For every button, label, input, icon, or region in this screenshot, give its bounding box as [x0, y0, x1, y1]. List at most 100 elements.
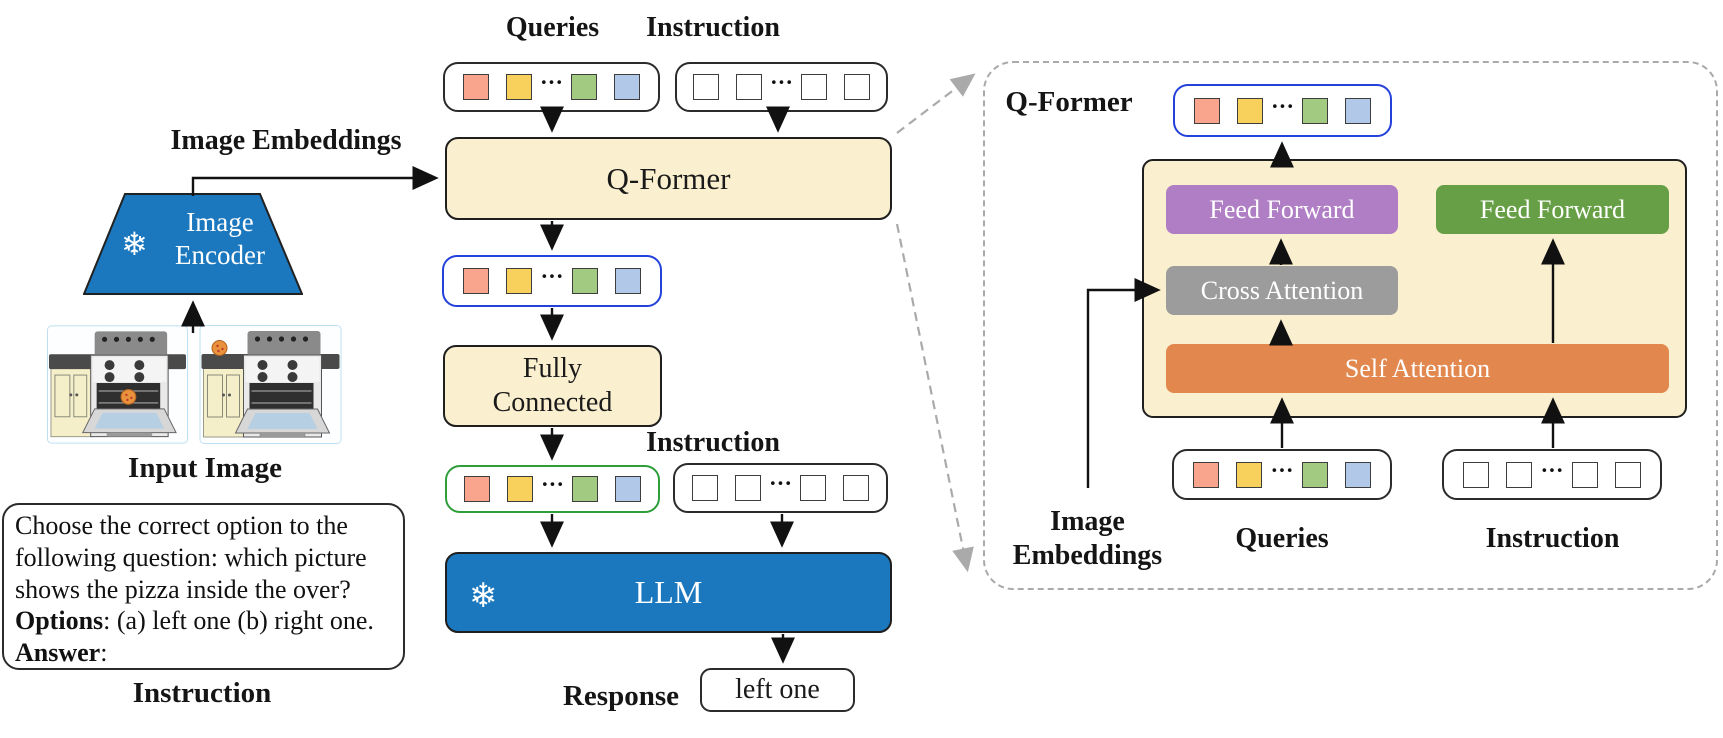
image-encoder-label: Image Encoder: [155, 206, 285, 272]
panel-image-embeddings-line1: Image: [1050, 506, 1125, 537]
fully-connected-line2: Connected: [492, 387, 613, 418]
token-square: [1345, 97, 1371, 124]
token-square: [615, 476, 641, 502]
input-image-label: Input Image: [128, 452, 282, 484]
snowflake-icon: ❄: [121, 226, 148, 262]
instruction-label-top: Instruction: [646, 12, 780, 43]
panel-queries-token-box: ···: [1172, 449, 1392, 500]
token-square: [463, 476, 490, 502]
query-output-token-box-blue: ···: [442, 255, 662, 307]
feed-forward-right-box: Feed Forward: [1436, 185, 1669, 234]
instruction-prompt-box: Choose the correct option to the followi…: [2, 503, 405, 670]
instruction-caption: Instruction: [132, 677, 272, 709]
token-square: [1193, 461, 1220, 488]
ellipsis-dots: ···: [769, 70, 793, 95]
image-embeddings-label: Image Embeddings: [170, 125, 402, 156]
queries-token-box-top: ···: [443, 62, 660, 112]
token-square: [801, 74, 827, 100]
input-image-right: [198, 325, 343, 444]
token-square: [571, 268, 598, 294]
token-square: [1236, 97, 1263, 124]
prompt-line-1: Choose the correct option to the: [15, 511, 348, 540]
token-square: [691, 475, 718, 501]
token-square: [1571, 461, 1598, 488]
dashed-connector-top: [896, 73, 976, 134]
ellipsis-dots: ···: [768, 471, 792, 496]
panel-queries-label: Queries: [1235, 523, 1329, 554]
llm-label: LLM: [634, 574, 703, 610]
cross-attention-label: Cross Attention: [1200, 275, 1364, 305]
options-rest: : (a) left one (b) right one.: [103, 606, 374, 636]
feed-forward-right-label: Feed Forward: [1479, 194, 1626, 224]
token-square: [462, 74, 489, 100]
pizza-on-counter: [211, 340, 228, 356]
self-attention-label: Self Attention: [1344, 353, 1491, 383]
token-square: [614, 74, 640, 100]
token-square: [1506, 461, 1533, 488]
ellipsis-dots: ···: [1270, 93, 1294, 119]
token-square: [800, 475, 826, 501]
input-image-left: [47, 325, 188, 444]
token-square: [506, 476, 533, 502]
prompt-line-3: shows the pizza inside the over?: [15, 574, 351, 604]
qformer-box-label: Q-Former: [606, 160, 731, 196]
token-square: [1302, 97, 1328, 124]
token-square: [1344, 461, 1371, 488]
token-square: [571, 74, 597, 100]
token-square: [572, 476, 598, 502]
feed-forward-left-box: Feed Forward: [1166, 185, 1398, 234]
snowflake-icon: ❄: [469, 578, 498, 615]
response-label: Response: [562, 680, 679, 712]
panel-query-output-token-box: ···: [1173, 84, 1392, 137]
llm-box: ❄ LLM: [445, 552, 892, 633]
prompt-line-answer: Answer:: [15, 637, 392, 669]
prompt-line-2: following question: which picture: [15, 542, 367, 572]
token-square: [735, 74, 762, 100]
instruction-token-box-top: ···: [675, 62, 888, 112]
ellipsis-dots: ···: [539, 70, 563, 95]
image-encoder-line2: Encoder: [175, 240, 265, 270]
panel-instruction-label: Instruction: [1485, 523, 1620, 554]
image-encoder-block: ❄ Image Encoder: [83, 193, 303, 295]
response-value: left one: [735, 674, 820, 705]
panel-instruction-token-box: ···: [1442, 449, 1662, 500]
qformer-panel-title: Q-Former: [1005, 86, 1133, 118]
ellipsis-dots: ···: [1270, 457, 1294, 483]
self-attention-box: Self Attention: [1166, 344, 1669, 393]
pizza-in-oven: [120, 388, 137, 405]
instruction-token-box-mid: ···: [673, 463, 888, 513]
panel-image-embeddings-line2: Embeddings: [1012, 540, 1163, 571]
panel-image-embeddings-label: Image Embeddings: [995, 505, 1180, 573]
response-value-box: left one: [700, 668, 855, 712]
qformer-box: Q-Former: [445, 137, 892, 220]
token-square: [1463, 461, 1490, 488]
answer-word: Answer: [15, 638, 101, 668]
token-square: [734, 475, 761, 501]
feed-forward-left-label: Feed Forward: [1209, 194, 1355, 224]
projected-token-box-green: ···: [445, 465, 660, 513]
ellipsis-dots: ···: [1540, 457, 1564, 483]
prompt-line-options: Options: (a) left one (b) right one.: [15, 605, 392, 637]
instruction-label-mid: Instruction: [646, 427, 780, 458]
token-square: [1193, 97, 1220, 124]
image-encoder-line1: Image: [186, 207, 254, 237]
cross-attention-box: Cross Attention: [1166, 266, 1398, 315]
token-square: [463, 268, 490, 294]
ellipsis-dots: ···: [540, 472, 564, 497]
answer-rest: :: [100, 638, 108, 668]
token-square: [505, 74, 532, 100]
token-square: [1614, 461, 1641, 488]
token-square: [614, 268, 641, 294]
dashed-connector-bottom: [895, 223, 974, 573]
qformer-detail-panel: [983, 61, 1718, 590]
token-square: [1301, 461, 1328, 488]
ellipsis-dots: ···: [540, 264, 564, 289]
token-square: [506, 268, 533, 294]
options-word: Options: [15, 606, 104, 636]
queries-label-top: Queries: [505, 12, 600, 43]
oven-illustration-pizza-inside: [47, 325, 188, 444]
token-square: [843, 475, 869, 501]
token-square: [844, 74, 870, 100]
token-square: [1236, 461, 1263, 488]
